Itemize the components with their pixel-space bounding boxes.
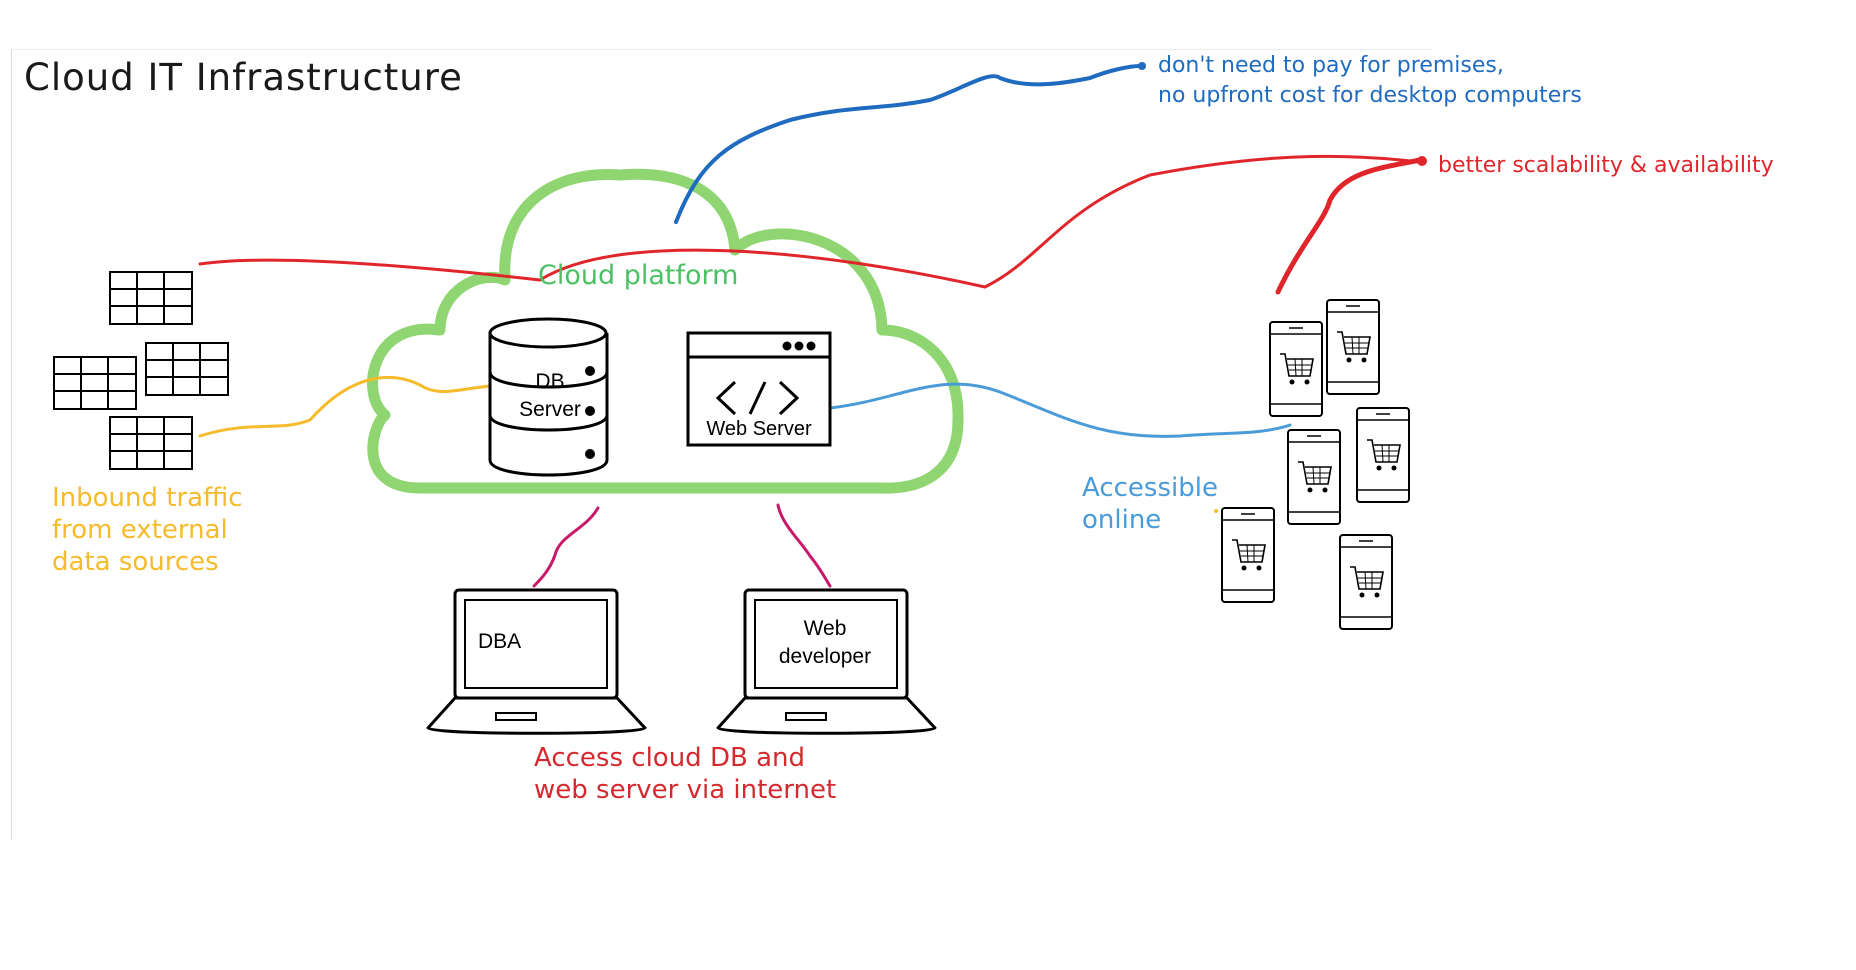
webdev-label-line2: developer: [778, 645, 872, 668]
accessible-note-line: online: [1082, 505, 1162, 535]
accessible-dot: [1214, 509, 1218, 513]
inbound-note: Inbound traffic from external data sourc…: [52, 482, 243, 578]
webdev-label-line1: Web: [803, 617, 847, 640]
phone-cart-icon: [1339, 534, 1393, 630]
dba-link-line: [532, 506, 600, 588]
phone-cart-icon: [1221, 507, 1275, 603]
phone-cart-icon: [1356, 407, 1410, 503]
data-table-icon: [145, 342, 229, 396]
webdev-link-line: [776, 503, 832, 588]
phone-cart-icon: [1269, 321, 1323, 417]
web-phones-link-line: [828, 382, 1292, 438]
data-table-icon: [53, 356, 137, 410]
inbound-link-line: [198, 375, 494, 438]
cloud-shape: [367, 168, 964, 494]
scalability-link-line: [198, 154, 1422, 289]
diagram-title: Cloud IT Infrastructure: [24, 56, 463, 99]
webdev-laptop-label: Web developer: [760, 615, 890, 671]
inbound-note-line: data sources: [52, 547, 219, 577]
access-note: Access cloud DB and web server via inter…: [534, 742, 836, 806]
inbound-note-line: Inbound traffic: [52, 483, 243, 513]
phones-scalability-line: [1275, 157, 1423, 295]
premises-note-line: don't need to pay for premises,: [1158, 53, 1504, 78]
phone-cart-icon: [1326, 299, 1380, 395]
inbound-note-line: from external: [52, 515, 228, 545]
db-server-icon: [488, 317, 609, 477]
web-server-label: Web Server: [706, 418, 812, 440]
data-table-icon: [109, 271, 193, 325]
accessible-note: Accessible online: [1082, 472, 1218, 536]
dba-laptop-label: DBA: [478, 630, 522, 653]
phone-cart-icon: [1287, 429, 1341, 525]
scalability-note-line: better scalability & availability: [1438, 153, 1774, 178]
db-server-label-line1: DB: [535, 370, 565, 393]
db-server-label-line2: Server: [519, 398, 581, 421]
scalability-note: better scalability & availability: [1438, 150, 1774, 182]
access-note-line: Access cloud DB and: [534, 743, 805, 773]
canvas-frame: [11, 49, 1432, 840]
web-server-icon: [686, 331, 832, 447]
dba-laptop-icon: [426, 588, 647, 735]
premises-note-line: no upfront cost for desktop computers: [1158, 83, 1582, 108]
premises-note: don't need to pay for premises, no upfro…: [1158, 51, 1582, 111]
phone-group: [1221, 299, 1410, 630]
access-note-line: web server via internet: [534, 775, 837, 805]
accessible-note-line: Accessible: [1082, 473, 1218, 503]
premises-link-line: [674, 64, 1142, 224]
data-table-icon: [109, 416, 193, 470]
cloud-platform-label: Cloud platform: [538, 260, 739, 291]
premises-anchor-dot: [1138, 62, 1146, 70]
webdev-laptop-icon: [716, 588, 937, 735]
db-server-label: DB Server: [505, 368, 595, 424]
scalability-anchor-dot: [1417, 156, 1427, 166]
